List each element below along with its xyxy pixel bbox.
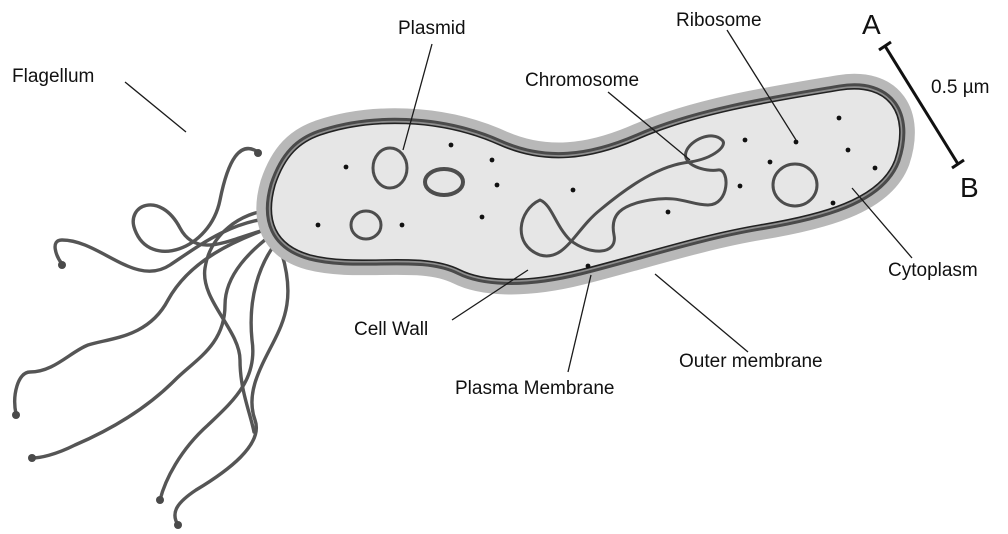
ribosome-dot [743, 138, 748, 143]
plasmid-label: Plasmid [398, 18, 466, 39]
scale-bar-end-label: B [960, 172, 979, 203]
ribosome-dot [768, 160, 773, 165]
flagellum-tip [12, 411, 20, 419]
flagellum-tip [58, 261, 66, 269]
cytoplasm-label: Cytoplasm [888, 260, 978, 281]
flagellum-label: Flagellum [12, 66, 94, 87]
plasma-membrane-label: Plasma Membrane [455, 378, 614, 399]
ribosome-dot [316, 223, 321, 228]
flagellum-strand [32, 230, 278, 458]
ribosome-dot [586, 264, 591, 269]
ribosome-label: Ribosome [676, 10, 762, 31]
ribosome-dot [846, 148, 851, 153]
flagella [12, 149, 288, 529]
plasma-membrane-leader [568, 275, 591, 372]
ribosome-dot [344, 165, 349, 170]
ribosome-dot [831, 201, 836, 206]
flagellum-strand [15, 226, 275, 414]
cell-wall-label: Cell Wall [354, 319, 428, 340]
cell-body [271, 89, 900, 280]
outer-membrane-label: Outer membrane [679, 351, 823, 372]
outer-membrane-leader [655, 274, 748, 352]
ribosome-dot [837, 116, 842, 121]
flagellum-tip [254, 149, 262, 157]
flagellum-tip [174, 521, 182, 529]
flagellum-tip [156, 496, 164, 504]
scale-bar-start-label: A [862, 9, 881, 40]
ribosome-dot [571, 188, 576, 193]
flagellum-leader [125, 82, 186, 132]
flagellum-strand [175, 248, 288, 525]
scale-bar-value: 0.5 µm [931, 77, 989, 98]
chromosome-label: Chromosome [525, 70, 639, 91]
ribosome-dot [449, 143, 454, 148]
ribosome-dot [480, 215, 485, 220]
ribosome-dot [794, 140, 799, 145]
ribosome-dot [873, 166, 878, 171]
flagellum-tip [28, 454, 36, 462]
ribosome-dot [490, 158, 495, 163]
ribosome-dot [495, 183, 500, 188]
ribosome-dot [400, 223, 405, 228]
ribosome-dot [738, 184, 743, 189]
ribosome-dot [666, 210, 671, 215]
